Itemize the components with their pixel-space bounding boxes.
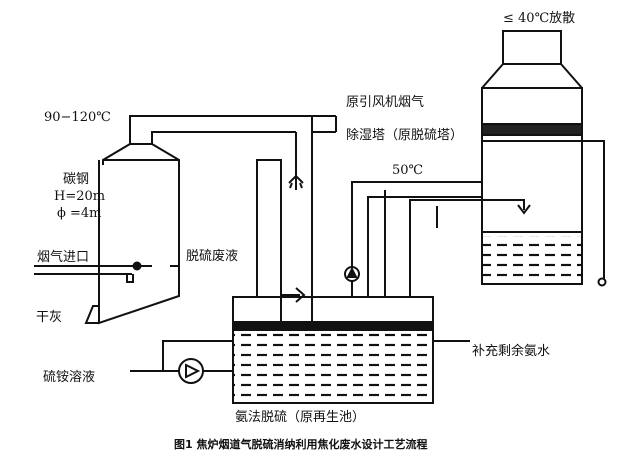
pool-liquid [234, 333, 432, 402]
ammonium-sulfate-label: 硫铵溶液 [43, 370, 95, 385]
absorber-gas-duct-inner [151, 131, 296, 144]
flue-gas-inlet [34, 261, 179, 283]
desulf-waste-label: 脱硫废液 [186, 248, 238, 264]
dehumid-tower-label: 除湿塔（原脱硫塔） [346, 128, 463, 143]
tower-shoulder [481, 63, 583, 89]
regeneration-pool [232, 296, 434, 404]
tower-stack [502, 30, 562, 65]
fan-gas-label: 原引风机烟气 [346, 94, 424, 110]
flue-inlet-label: 烟气进口 [37, 249, 89, 265]
ammonium-sulfate-line [130, 340, 233, 372]
regen-pool-label: 氨法脱硫（原再生池） [235, 410, 365, 425]
waste-liquid-pipe [256, 159, 306, 328]
ammonia-makeup-label: 补充剩余氨水 [472, 343, 550, 359]
pool-tower-pipes [351, 140, 605, 297]
height-label: H=20m [54, 189, 105, 204]
pool-scum-layer [232, 321, 434, 331]
inlet-temp-label: 90−120℃ [44, 110, 111, 125]
fan-gas-duct [295, 115, 337, 328]
pool-body [232, 296, 434, 404]
tower-liquid [483, 236, 581, 283]
figure-caption: 图1 焦炉烟道气脱硫消纳利用焦化废水设计工艺流程 [174, 437, 427, 451]
absorber-tower [84, 115, 312, 325]
mid-temp-label: 50℃ [392, 163, 423, 178]
dry-ash-label: 干灰 [36, 310, 62, 325]
carbon-steel-label: 碳钢 [63, 172, 89, 187]
circulation-pump-icon[interactable] [344, 266, 360, 282]
diameter-label: ϕ =4m [57, 206, 101, 221]
dry-ash-outlet [84, 305, 99, 324]
absorber-gas-duct-outer [129, 115, 312, 144]
dehumidification-tower [481, 30, 583, 285]
tower-drain-icon [597, 277, 607, 287]
feed-pump-icon[interactable] [178, 358, 204, 384]
spray-nozzle-icon [288, 172, 304, 189]
absorber-shell [98, 143, 180, 325]
discharge-label: ≤ 40℃放散 [503, 11, 575, 26]
tower-body [481, 87, 583, 285]
